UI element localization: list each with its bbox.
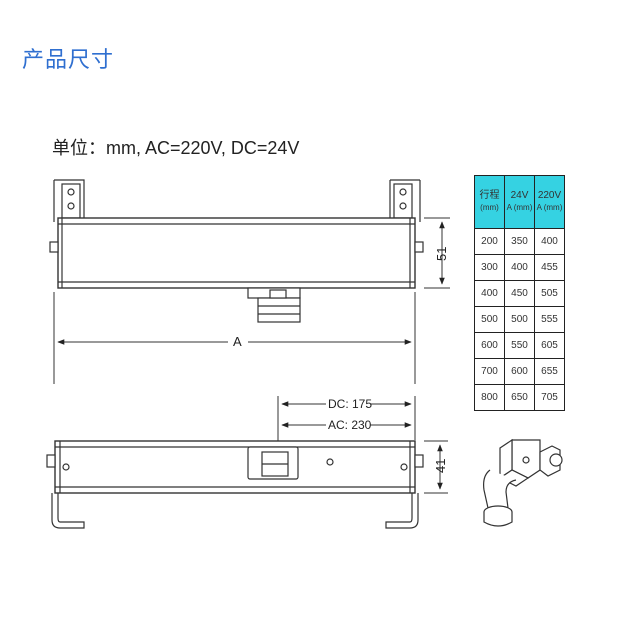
bottom-view-height-label: 41 xyxy=(433,459,448,473)
table-cell: 505 xyxy=(534,280,565,307)
table-cell: 300 xyxy=(474,254,505,281)
table-cell: 605 xyxy=(534,332,565,359)
table-cell: 350 xyxy=(504,228,535,255)
dc-stroke-label: DC: 175 xyxy=(328,397,372,411)
ac-stroke-label: AC: 230 xyxy=(328,418,372,432)
table-cell: 655 xyxy=(534,358,565,385)
mounting-bracket-detail xyxy=(483,438,563,527)
top-view-length-label: A xyxy=(233,334,242,349)
units-line: 单位：mm, AC=220V, DC=24V xyxy=(52,138,300,158)
table-cell: 600 xyxy=(474,332,505,359)
table-cell: 600 xyxy=(504,358,535,385)
top-view-actuator xyxy=(49,179,424,323)
bottom-view-height-dimension xyxy=(424,440,448,494)
header-stroke: 行程(mm) xyxy=(474,175,505,229)
table-cell: 400 xyxy=(504,254,535,281)
table-cell: 400 xyxy=(534,228,565,255)
table-cell: 500 xyxy=(474,306,505,333)
table-cell: 400 xyxy=(474,280,505,307)
table-cell: 500 xyxy=(504,306,535,333)
page-title: 产品尺寸 xyxy=(22,48,115,73)
table-cell: 700 xyxy=(474,358,505,385)
table-cell: 550 xyxy=(504,332,535,359)
bottom-view-actuator xyxy=(46,440,424,529)
table-cell: 200 xyxy=(474,228,505,255)
top-view-height-dimension xyxy=(424,217,450,289)
table-cell: 555 xyxy=(534,306,565,333)
table-cell: 455 xyxy=(534,254,565,281)
table-cell: 650 xyxy=(504,384,535,411)
table-cell: 800 xyxy=(474,384,505,411)
table-cell: 705 xyxy=(534,384,565,411)
table-cell: 450 xyxy=(504,280,535,307)
top-view-height-label: 51 xyxy=(434,247,449,261)
